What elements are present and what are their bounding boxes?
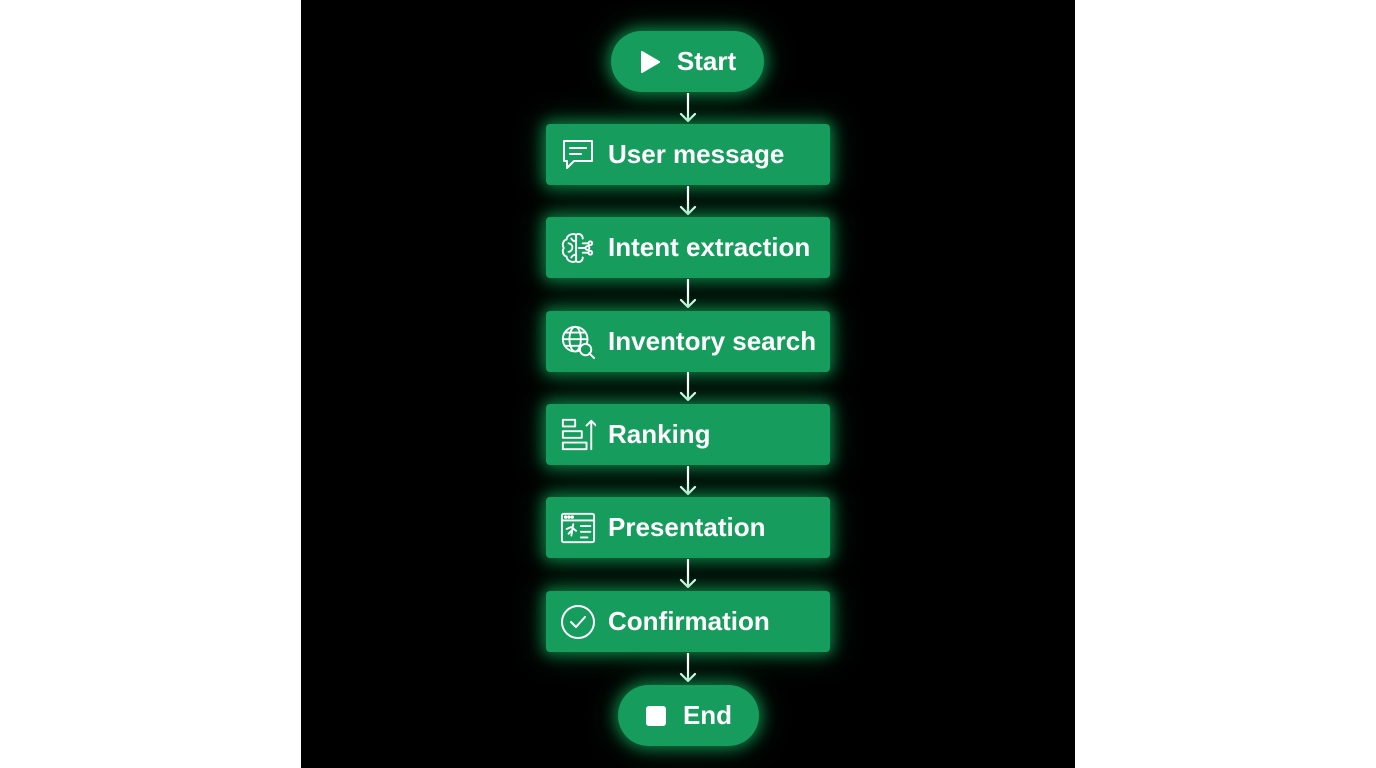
step-label: Intent extraction — [608, 232, 811, 262]
flowchart-canvas: Start User message Intent extraction — [301, 0, 1075, 768]
start-node: Start — [611, 31, 764, 92]
start-label: Start — [676, 46, 737, 76]
end-node: End — [618, 685, 759, 746]
brain-icon — [560, 230, 596, 266]
step-label: Confirmation — [608, 606, 770, 636]
flow-arrow — [679, 372, 697, 402]
flow-arrow — [679, 93, 697, 123]
stop-icon — [645, 705, 667, 727]
step-user-message: User message — [546, 124, 830, 185]
flow-arrow — [679, 653, 697, 683]
step-label: Ranking — [608, 419, 711, 449]
flow-arrow — [679, 466, 697, 496]
step-ranking: Ranking — [546, 404, 830, 465]
check-circle-icon — [560, 604, 596, 640]
chat-bubble-icon — [560, 137, 596, 173]
flow-arrow — [679, 186, 697, 216]
play-icon — [639, 50, 661, 74]
step-label: Presentation — [608, 512, 766, 542]
browser-window-icon — [560, 510, 596, 546]
end-label: End — [682, 700, 733, 730]
ranking-bars-icon — [560, 417, 596, 453]
step-presentation: Presentation — [546, 497, 830, 558]
step-confirmation: Confirmation — [546, 591, 830, 652]
step-label: Inventory search — [608, 326, 817, 356]
step-inventory-search: Inventory search — [546, 311, 830, 372]
flow-arrow — [679, 279, 697, 309]
globe-search-icon — [560, 324, 596, 360]
step-label: User message — [608, 139, 785, 169]
flow-arrow — [679, 559, 697, 589]
step-intent-extraction: Intent extraction — [546, 217, 830, 278]
